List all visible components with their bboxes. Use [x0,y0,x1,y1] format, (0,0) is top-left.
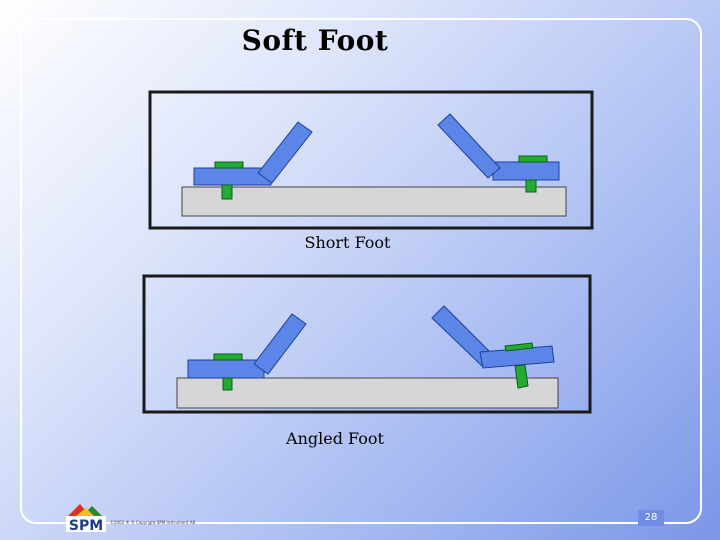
slide-title: Soft Foot [241,24,389,57]
bolt-left [222,377,233,391]
bolt-right-angled [514,364,529,389]
foot-right [492,161,560,181]
shim-left [213,353,243,361]
shim-right [518,155,548,163]
spm-logo: SPM [66,504,106,534]
diagram-border [148,90,594,230]
foot-left [187,359,265,379]
machine-leg-left [257,121,313,184]
shim-left [214,161,244,169]
logo-text: SPM [69,518,103,534]
bolt-left [221,184,233,200]
caption-short-foot: Short Foot [304,233,391,252]
short-foot-diagram [148,90,594,230]
angled-foot-diagram [142,274,592,414]
slide-frame [20,18,702,524]
page-number: 28 [638,510,664,526]
machine-leg-left [253,313,307,375]
shim-right-angled [504,342,534,352]
copyright-text: ©2003 ® ® Copyright SPM Instrument AB [110,520,196,525]
diagram-border [142,274,592,414]
caption-angled-foot: Angled Foot [286,429,384,448]
base-plate [181,186,567,217]
machine-leg-right [437,113,501,179]
bolt-right [525,179,537,193]
base-plate [176,377,559,409]
